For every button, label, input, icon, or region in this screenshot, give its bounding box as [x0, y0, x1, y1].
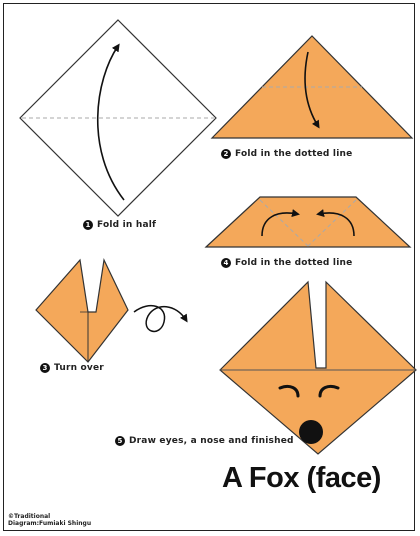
step1-number: 1 — [83, 220, 93, 230]
step1-text: Fold in half — [97, 220, 156, 230]
step3-text: Turn over — [54, 363, 104, 373]
step4-text: Fold in the dotted line — [235, 258, 352, 268]
step4-diagram — [206, 197, 410, 247]
step3-diagram — [36, 260, 186, 362]
step4-orange-trapezoid — [206, 197, 410, 247]
step4-label: 4 Fold in the dotted line — [221, 258, 352, 268]
step5-label: 5 Draw eyes, a nose and finished — [115, 436, 294, 446]
step3-fox-shape — [36, 260, 128, 362]
step2-text: Fold in the dotted line — [235, 149, 352, 159]
step2-number: 2 — [221, 149, 231, 159]
step4-number: 4 — [221, 258, 231, 268]
step3-number: 3 — [40, 363, 50, 373]
page-title: A Fox (face) — [222, 462, 381, 495]
step3-label: 3 Turn over — [40, 363, 104, 373]
credit-line-1: ©Traditional — [8, 513, 91, 520]
step3-turn-arrow — [134, 306, 186, 332]
credit-line-2: Diagram:Fumiaki Shingu — [8, 520, 91, 527]
step5-diagram — [220, 282, 416, 454]
step2-diagram — [212, 36, 412, 138]
step2-label: 2 Fold in the dotted line — [221, 149, 352, 159]
step5-number: 5 — [115, 436, 125, 446]
step5-text: Draw eyes, a nose and finished — [129, 436, 294, 446]
step1-label: 1 Fold in half — [83, 220, 156, 230]
fox-nose — [299, 420, 323, 444]
credit: ©Traditional Diagram:Fumiaki Shingu — [8, 513, 91, 527]
step1-diagram — [20, 20, 216, 216]
